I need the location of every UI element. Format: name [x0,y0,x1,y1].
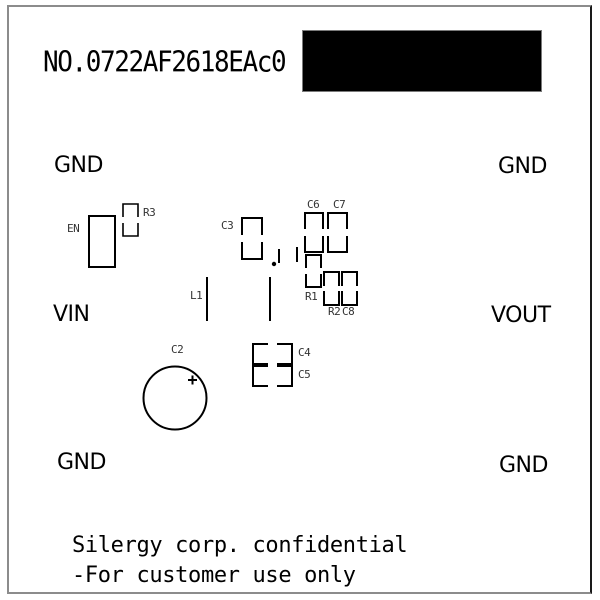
refdes-c8: C8 [342,305,355,318]
refdes-r1: R1 [305,290,318,303]
net-label-gnd-top-right: GND [498,154,547,179]
refdes-c6: C6 [307,198,320,211]
refdes-c7: C7 [333,198,346,211]
refdes-c4: C4 [298,346,311,359]
refdes-c2: C2 [171,343,184,356]
net-label-gnd-bottom-left: GND [57,450,106,475]
refdes-r2: R2 [328,305,341,318]
c5-footprint [252,365,293,387]
c7-footprint [327,212,348,253]
confidential-notice-line1: Silergy corp. confidential [72,533,408,558]
l1-footprint [206,277,271,321]
en-footprint [88,215,116,268]
r2-footprint [323,271,340,306]
c3-footprint [241,217,263,260]
net-label-vout: VOUT [491,303,551,328]
c2-polarity-plus-icon [188,375,197,385]
refdes-c5: C5 [298,368,311,381]
pcb-board-outline [7,5,592,594]
c4-footprint [252,343,293,365]
c8-footprint [341,271,358,306]
net-label-gnd-top-left: GND [54,153,103,178]
c6-footprint [304,212,324,253]
c2-footprint [142,365,208,431]
refdes-l1: L1 [190,289,203,302]
refdes-c3: C3 [221,219,234,232]
redacted-block [302,30,542,92]
refdes-r3: R3 [143,206,156,219]
r1-footprint [305,254,322,288]
board-serial-number: NO.0722AF2618EAc0 [43,46,287,80]
confidential-notice-line2: -For customer use only [72,563,356,588]
net-label-vin: VIN [53,302,90,327]
ic-pin1-dot [271,261,277,267]
refdes-en: EN [67,222,80,235]
r3-footprint [122,203,139,237]
net-label-gnd-bottom-right: GND [499,453,548,478]
